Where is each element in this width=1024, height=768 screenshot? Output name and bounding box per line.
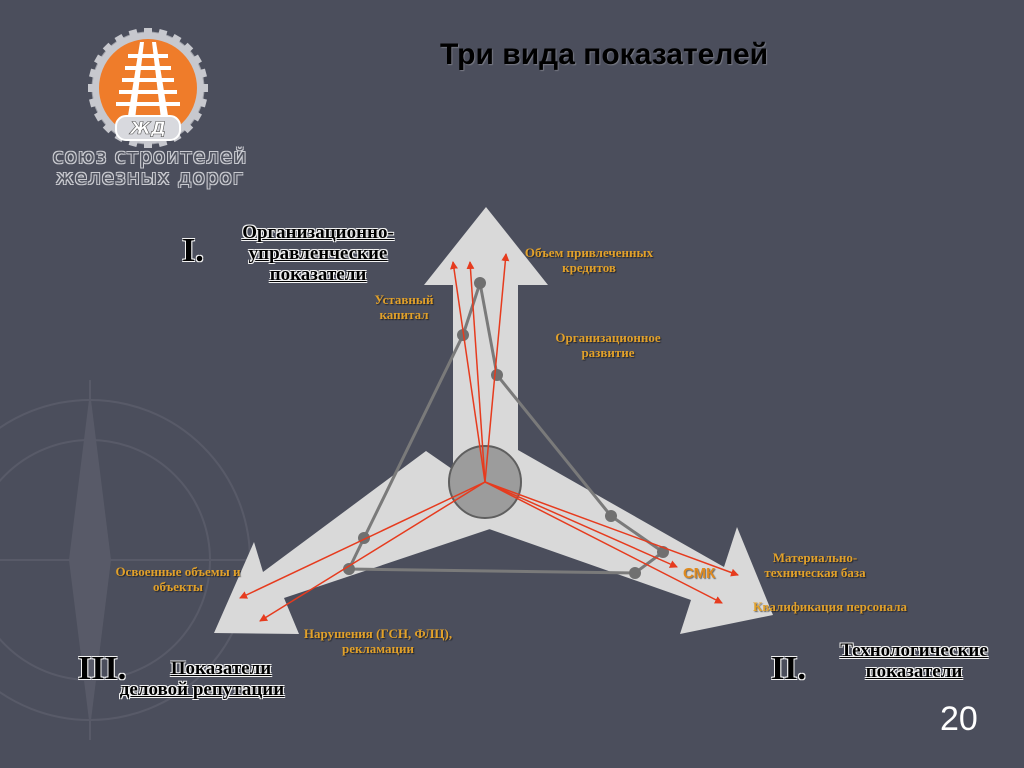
logo-orange-disc [99,39,197,137]
indicator-smk: СМК [683,565,716,582]
indicator-org-development-line2: развитие [581,345,635,360]
group-2-label-line1: Технологические [840,640,988,661]
indicator-qualification: Квалификация персонала [722,599,938,614]
page-number: 20 [940,700,978,738]
indicator-credits-line1: Объем привлеченных [524,245,654,260]
indicator-violations-line2: рекламации [341,641,415,656]
group-3-label-line1: Показатели [170,658,272,679]
logo-caption: союз строителей железных дорог [40,146,260,188]
logo-caption-line1: союз строителей [52,144,248,168]
railway-track-icon [116,42,180,128]
indicator-material-base-line2: техническая база [764,565,866,580]
group-1-label-line2: управленческие [248,243,388,264]
indicator-material-base-line1: Материально- [772,550,858,565]
group-1-label-line3: показатели [269,264,367,285]
indicator-violations: Нарушения (ГСН, ФЛЦ), рекламации [268,626,488,656]
indicator-capital: Уставный капитал [352,292,456,322]
vector-mastered-volumes [239,481,486,599]
indicator-material-base: Материально- техническая база [740,550,890,580]
vector-capital [450,261,486,483]
point-violations [343,563,355,575]
indicator-mastered-volumes-line1: Освоенные объемы и [115,564,241,579]
group-2-numeral: II. [771,650,806,687]
group-1-label-line1: Организационно- [242,222,394,243]
indicator-org-development-line1: Организационное [555,330,661,345]
point-org-development [491,369,503,381]
indicator-capital-line1: Уставный [374,292,434,307]
vector-smk [484,481,678,568]
logo-caption-line2: железных дорог [55,165,245,189]
indicator-org-development: Организационное развитие [530,330,686,360]
vector-qualification [484,481,723,604]
group-3-label-line2: деловой репутации [119,679,285,700]
indicator-qualification-line1: Квалификация персонала [752,599,908,614]
indicator-mastered-volumes: Освоенные объемы и объекты [88,564,268,594]
indicator-vectors [239,253,739,622]
point-qualification [629,567,641,579]
indicator-mastered-volumes-line2: объекты [152,579,204,594]
point-material-base [605,510,617,522]
indicator-capital-line2: капитал [379,307,429,322]
indicator-credits: Объем привлеченных кредитов [496,245,682,275]
point-credits [474,277,486,289]
group-2-label-line2: показатели [865,661,963,682]
logo-emblem-text: ЖД [129,119,166,139]
group-3-label: Показатели деловой репутации [100,658,304,700]
indicator-credits-line2: кредитов [562,260,616,275]
indicator-violations-line1: Нарушения (ГСН, ФЛЦ), [303,626,453,641]
group-1-numeral: I. [182,232,204,269]
slide-title: Три вида показателей [440,38,769,71]
company-logo: ЖД [88,28,208,148]
group-2-label: Технологические показатели [820,640,1008,682]
vector-credits [466,261,486,483]
logo-emblem-badge [115,115,181,141]
arrow-left [214,451,523,634]
group-3-numeral: III. [78,650,127,687]
vector-material-base [484,481,739,577]
group-1-label: Организационно- управленческие показател… [218,222,418,285]
vector-org-development [484,253,510,483]
vector-violations [259,481,486,622]
